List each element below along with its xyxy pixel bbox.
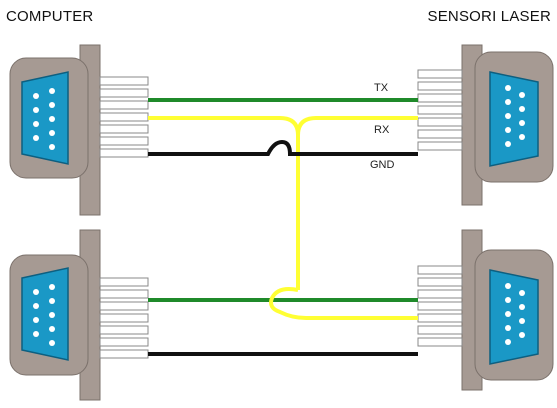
db9-connector-icon (21, 267, 69, 361)
bottom-rx-wire (269, 287, 418, 320)
bottom-right-db9-connector (417, 229, 554, 391)
bottom-left-db9-connector (9, 229, 149, 401)
sensor-title: SENSORI LASER (427, 8, 551, 25)
computer-title: COMPUTER (6, 8, 94, 25)
top-gnd-wire (148, 139, 418, 156)
top-right-pins (417, 69, 463, 151)
top-rx-wire-right (296, 116, 418, 136)
tx-label: TX (374, 82, 389, 94)
bottom-right-pins (417, 265, 463, 347)
db9-connector-icon (21, 71, 69, 165)
db9-connector-icon (489, 269, 539, 365)
db9-connector-icon (489, 71, 539, 167)
top-left-pins (99, 76, 149, 158)
rx-label: RX (374, 124, 390, 136)
gnd-label: GND (370, 159, 395, 171)
top-right-db9-connector (417, 44, 554, 206)
bottom-left-pins (99, 277, 149, 359)
top-left-db9-connector (9, 44, 149, 216)
